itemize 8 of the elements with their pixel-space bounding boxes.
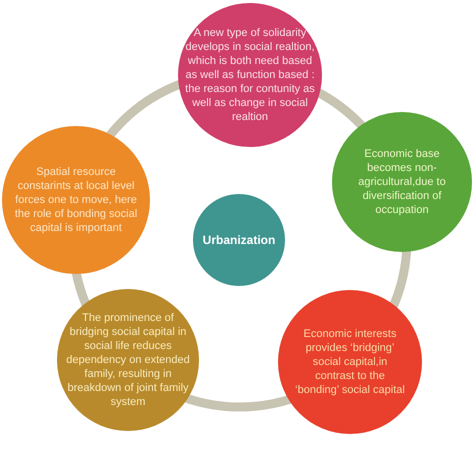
node-text: Spatial resource constarints at local level forces one to move, here the role of bonding social capital is important: [14, 165, 138, 235]
node-text: The prominence of bridging social capital in social life reduces dependency on extended family, resulting in breakdown of joint family system: [65, 311, 191, 409]
ring-connector: [184, 393, 292, 412]
node-text: Economic base becomes non-agricultural,due to diversification of occupation: [357, 147, 447, 217]
node-text: A new type of solidarity develops in social realtion, which is both need based as well as function based : the reason for contunity as well as change in social realtion: [184, 26, 316, 124]
node-text: Urbanization: [202, 232, 276, 249]
ring-connector: [388, 250, 412, 310]
node-text: Economic interests provides ‘bridging’ social capital,in contrast to the ‘bonding’ social capital: [294, 327, 406, 397]
